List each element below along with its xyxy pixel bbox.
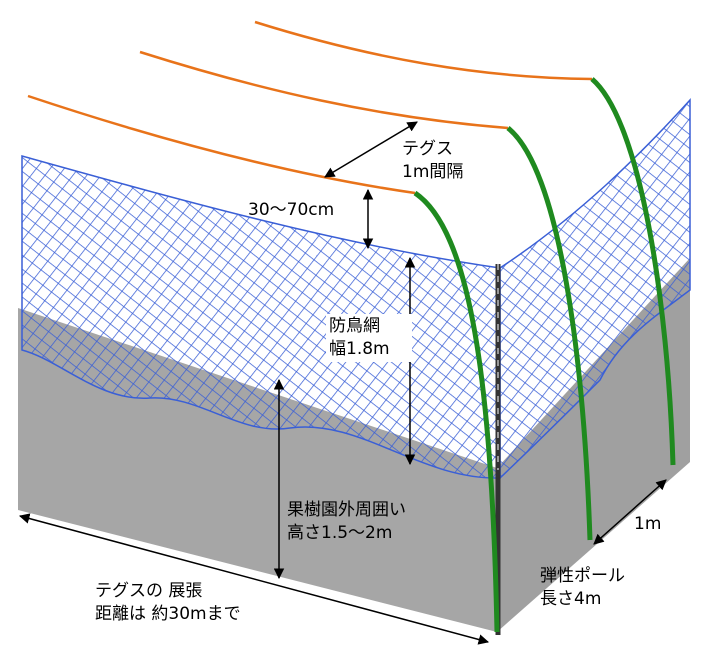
fence-side-face [497, 258, 690, 632]
label-gap-height: 30～70cm [248, 200, 335, 220]
elastic-pole-1 [413, 190, 500, 633]
label-elastic-pole-line1: 弾性ポール [540, 566, 625, 586]
label-bird-net-line2: 幅1.8m [329, 339, 390, 359]
label-tegusu-spacing-line2: 1m間隔 [402, 162, 464, 182]
label-elastic-pole-line2: 長さ4m [540, 589, 602, 609]
tegusu-line-3 [254, 20, 593, 81]
label-pole-spacing: 1m [634, 514, 662, 534]
label-tegusu-spacing: テグス 1m間隔 [402, 138, 463, 184]
elastic-pole-3 [590, 77, 676, 466]
label-fence: 果樹園外周囲い 高さ1.5～2m [287, 499, 406, 545]
label-span-distance: テグスの 展張 距離は 約30mまで [95, 580, 241, 626]
label-bird-net-line1: 防鳥網 [329, 316, 380, 336]
bird-net-front [21, 155, 501, 479]
label-tegusu-spacing-line1: テグス [402, 139, 453, 159]
arrow-span-distance [18, 513, 490, 645]
elastic-pole-2 [506, 126, 593, 541]
tegusu-line-2 [139, 50, 509, 130]
label-bird-net: 防鳥網 幅1.8m [326, 314, 412, 362]
label-span-distance-line1: テグスの 展張 [95, 581, 203, 601]
label-fence-line2: 高さ1.5～2m [287, 523, 393, 543]
arrow-pole-spacing [593, 479, 667, 545]
label-elastic-pole: 弾性ポール 長さ4m [540, 565, 625, 611]
label-span-distance-line2: 距離は 約30mまで [95, 604, 241, 624]
tegusu-line-1 [27, 94, 416, 195]
label-fence-line1: 果樹園外周囲い [287, 500, 406, 520]
arrow-tegusu-spacing [324, 121, 418, 178]
